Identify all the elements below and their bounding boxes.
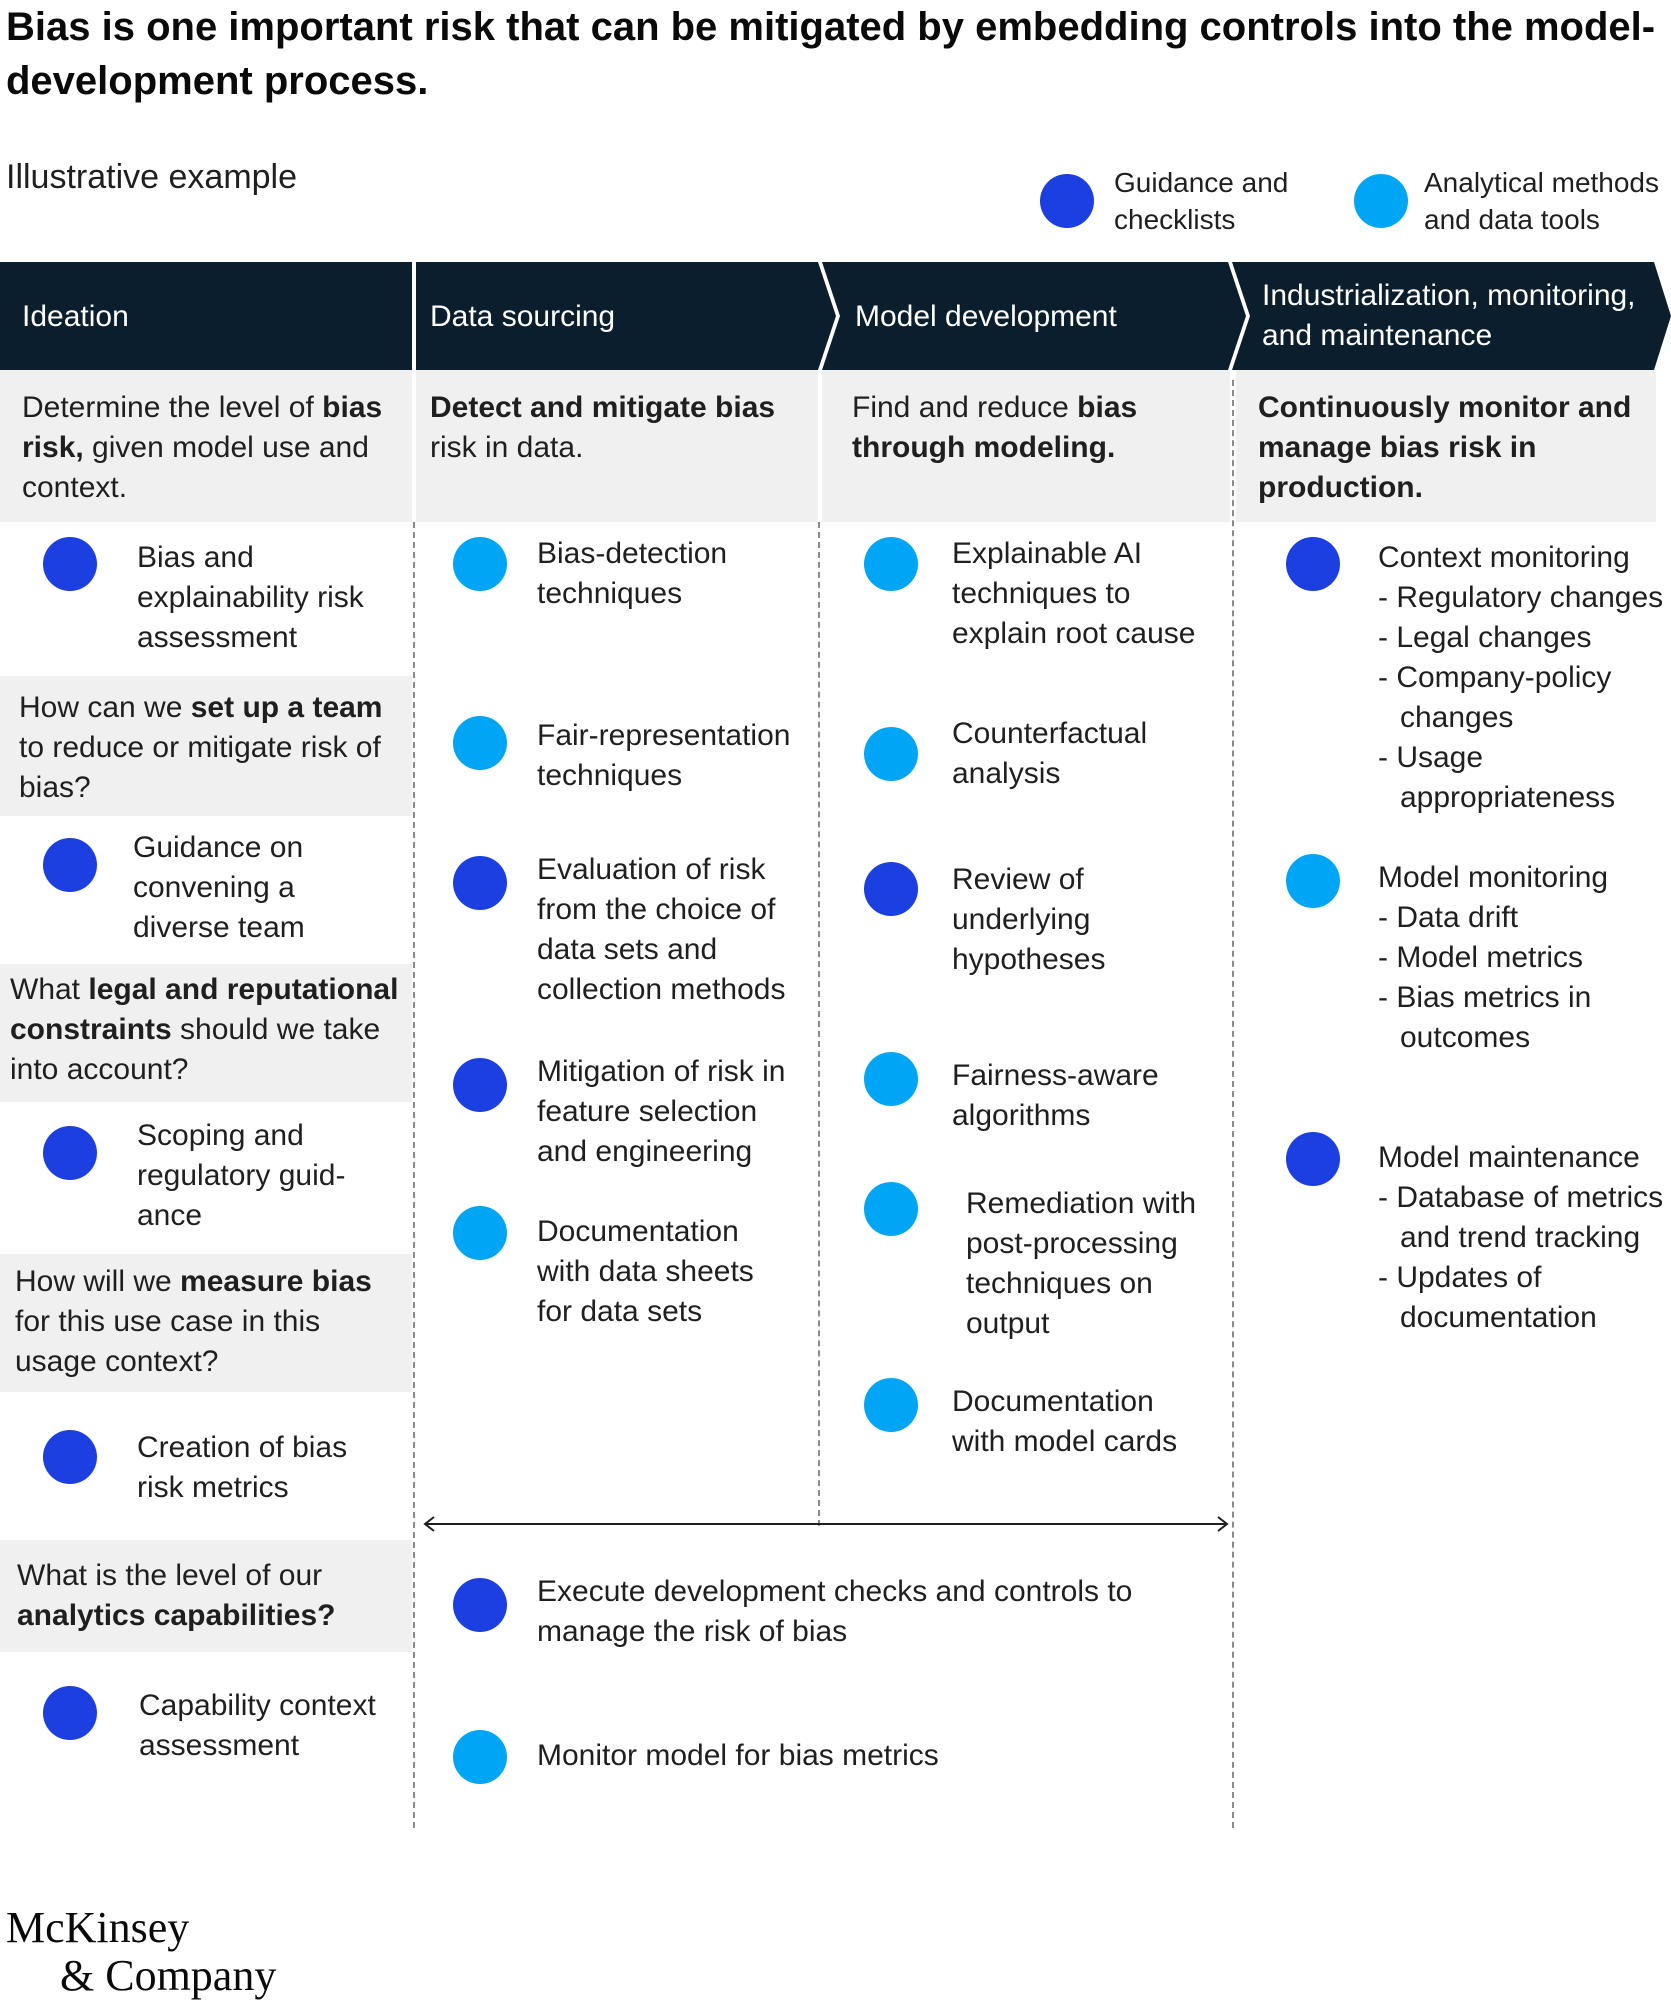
ideation-goal: Determine the level of bias risk, given …: [22, 391, 383, 504]
analytical-dot-icon: [864, 1052, 918, 1106]
ideation-item: Capability context assessment: [139, 1689, 376, 1762]
guidance-dot-icon: [43, 537, 97, 591]
stage-industrialization: Industrialization, monitoring, and maint…: [1262, 279, 1636, 352]
legend-analytical-label: Analytical methods and data tools: [1424, 167, 1660, 235]
analytical-dot-icon: [864, 537, 918, 591]
ideation-question: What is the level of our analytics capab…: [17, 1559, 336, 1632]
data-sourcing-item: Evaluation of risk from the choice of da…: [537, 853, 786, 1006]
model-development-item: Counterfactual analysis: [952, 717, 1148, 790]
analytical-legend-icon: [1354, 174, 1408, 228]
context-monitoring-item: - Legal changes: [1378, 621, 1592, 654]
model-monitoring-title: Model monitoring: [1378, 861, 1609, 894]
model-maintenance-item: - Database of metrics and trend tracking: [1378, 1181, 1664, 1254]
legend-guidance-label: Guidance and checklists: [1114, 167, 1289, 235]
divider-model-development: [1232, 380, 1234, 1828]
ideation-question-box: [0, 964, 412, 1102]
model-monitoring-item: - Model metrics: [1378, 941, 1584, 974]
industrialization-goal: Continuously monitor and manage bias ris…: [1258, 391, 1632, 504]
analytical-dot-icon: [864, 1182, 918, 1236]
guidance-dot-icon: [43, 1430, 97, 1484]
stage-model-development: Model development: [855, 300, 1117, 333]
ideation-question: How will we measure bias for this use ca…: [15, 1265, 372, 1378]
ideation-item: Bias and explainability risk assessment: [137, 541, 364, 654]
ideation-question-box: [0, 1540, 412, 1652]
context-monitoring-block: Context monitoring - Regulatory changes …: [1378, 538, 1671, 818]
data-sourcing-item: Fair-representation techniques: [537, 719, 791, 792]
ideation-item: Creation of bias risk metrics: [137, 1431, 348, 1504]
context-monitoring-item: - Company-policy changes: [1378, 661, 1612, 734]
model-development-goal: Find and reduce bias through modeling.: [852, 391, 1138, 464]
guidance-legend-icon: [1040, 174, 1094, 228]
model-monitoring-block: Model monitoring - Data drift - Model me…: [1378, 858, 1668, 1058]
analytical-dot-icon: [453, 1730, 507, 1784]
mckinsey-logo: McKinsey & Company: [6, 1904, 276, 2000]
page-title: Bias is one important risk that can be m…: [6, 5, 1656, 103]
guidance-dot-icon: [453, 856, 507, 910]
guidance-dot-icon: [453, 1058, 507, 1112]
data-sourcing-item: Bias-detection techniques: [537, 537, 728, 610]
guidance-dot-icon: [1286, 537, 1340, 591]
span-arrow: [423, 1516, 1229, 1532]
data-sourcing-goal-box: [416, 370, 818, 522]
analytical-dot-icon: [864, 1378, 918, 1432]
analytical-dot-icon: [453, 716, 507, 770]
monitor-model-text: Monitor model for bias metrics: [537, 1739, 939, 1772]
guidance-dot-icon: [43, 838, 97, 892]
ideation-item: Guidance on convening a diverse team: [133, 831, 305, 944]
guidance-dot-icon: [864, 862, 918, 916]
logo-line-2: & Company: [60, 1951, 277, 2000]
ideation-question-box: [0, 1254, 412, 1392]
guidance-dot-icon: [1286, 1132, 1340, 1186]
divider-ideation: [413, 522, 415, 1828]
model-maintenance-block: Model maintenance - Database of metrics …: [1378, 1138, 1671, 1338]
context-monitoring-item: - Usage appropriateness: [1378, 741, 1616, 814]
guidance-dot-icon: [43, 1126, 97, 1180]
industrialization-goal-box: [1236, 370, 1656, 522]
logo-line-1: McKinsey: [6, 1903, 190, 1952]
stage-ideation: Ideation: [22, 300, 129, 333]
analytical-dot-icon: [1286, 854, 1340, 908]
context-monitoring-item: - Regulatory changes: [1378, 581, 1664, 614]
data-sourcing-goal: Detect and mitigate bias risk in data.: [430, 391, 776, 464]
model-monitoring-item: - Bias metrics in outcomes: [1378, 981, 1592, 1054]
guidance-dot-icon: [43, 1686, 97, 1740]
subtitle: Illustrative example: [6, 158, 298, 196]
stage-header-band: [0, 262, 1671, 370]
stage-data-sourcing: Data sourcing: [430, 300, 616, 333]
model-development-goal-box: [822, 370, 1230, 522]
ideation-item: Scoping and regulatory guid-ance: [137, 1119, 346, 1232]
context-monitoring-title: Context monitoring: [1378, 541, 1630, 574]
analytical-dot-icon: [864, 727, 918, 781]
ideation-question-box: [0, 676, 412, 816]
model-development-item: Documentation with model cards: [952, 1385, 1178, 1458]
data-sourcing-item: Documentation with data sheets for data …: [537, 1215, 754, 1328]
model-development-item: Explainable AI techniques to explain roo…: [952, 537, 1196, 650]
ideation-question: How can we set up a team to reduce or mi…: [19, 691, 383, 804]
guidance-dot-icon: [453, 1578, 507, 1632]
ideation-goal-box: [0, 370, 412, 522]
ideation-question: What legal and reputational constraints …: [10, 973, 399, 1086]
model-development-item: Remediation with post-processing techniq…: [966, 1187, 1197, 1340]
model-monitoring-item: - Data drift: [1378, 901, 1519, 934]
analytical-dot-icon: [453, 537, 507, 591]
model-maintenance-title: Model maintenance: [1378, 1141, 1640, 1174]
model-development-item: Review of underlying hypotheses: [952, 863, 1106, 976]
analytical-dot-icon: [453, 1206, 507, 1260]
execute-checks-text: Execute development checks and controls …: [537, 1575, 1133, 1648]
model-development-item: Fairness-aware algorithms: [952, 1059, 1159, 1132]
model-maintenance-item: - Updates of documentation: [1378, 1261, 1597, 1334]
divider-data-sourcing: [818, 522, 820, 1526]
data-sourcing-item: Mitigation of risk in feature selection …: [537, 1055, 786, 1168]
